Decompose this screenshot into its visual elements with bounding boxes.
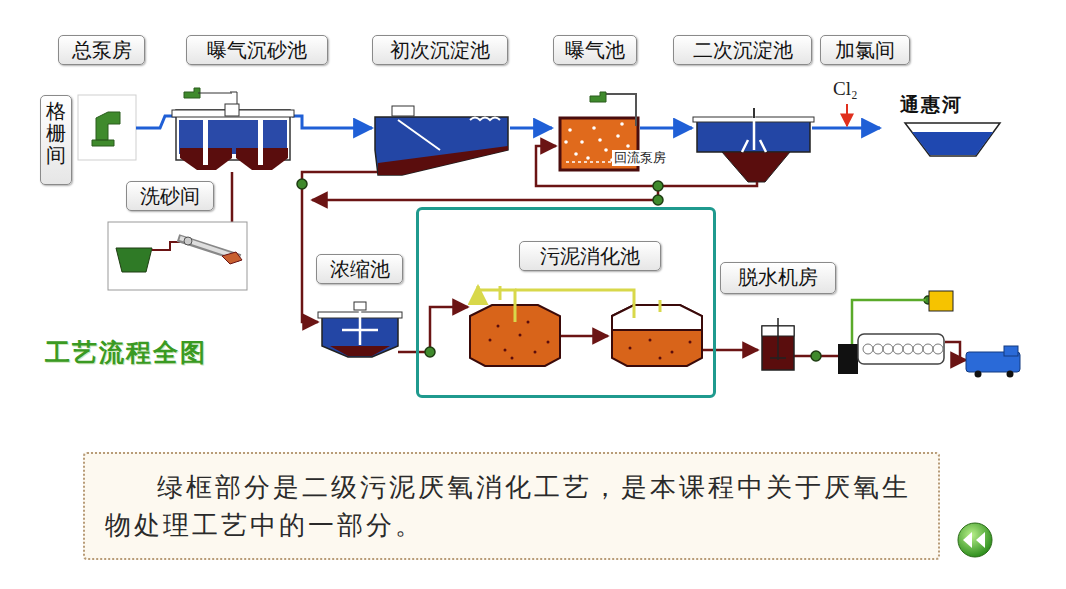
unit-name: 曝气池 — [565, 39, 625, 61]
unit-label: 曝气沉砂池 — [186, 35, 328, 65]
unit-label: 初次沉淀池 — [372, 35, 508, 65]
unit-name: 洗砂间 — [140, 185, 200, 207]
diagram-title: 工艺流程全图 — [45, 336, 207, 369]
unit-label-vertical: 格栅间 — [40, 95, 72, 185]
unit-name: 加氯间 — [835, 39, 895, 61]
unit-label: 脱水机房 — [720, 262, 836, 294]
caption-text: 绿框部分是二级污泥厌氧消化工艺，是本课程中关于厌氧生物处理工艺中的一部分。 — [105, 468, 918, 544]
unit-label: 加氯间 — [820, 35, 910, 65]
unit-label: 污泥消化池 — [519, 241, 661, 271]
unit-label: 浓缩池 — [316, 254, 403, 284]
caption-box: 绿框部分是二级污泥厌氧消化工艺，是本课程中关于厌氧生物处理工艺中的一部分。 — [83, 452, 940, 560]
unit-name: 浓缩池 — [330, 258, 390, 280]
highlight-frame: 污泥消化池 — [416, 207, 716, 398]
unit-label: 总泵房 — [58, 35, 145, 65]
river-label: 通惠河 — [900, 92, 963, 118]
unit-label: 曝气池 — [553, 35, 637, 65]
chemical-label: Cl₂ — [833, 78, 858, 100]
unit-label: 洗砂间 — [126, 181, 214, 211]
unit-name: 曝气沉砂池 — [207, 39, 307, 61]
unit-name: 污泥消化池 — [540, 245, 640, 267]
unit-name: 初次沉淀池 — [390, 39, 490, 61]
pump-room-label: 回流泵房 — [612, 150, 668, 166]
unit-name: 总泵房 — [72, 39, 132, 61]
unit-name: 格栅间 — [46, 100, 66, 166]
unit-label: 二次沉淀池 — [673, 35, 812, 65]
unit-name: 脱水机房 — [738, 266, 818, 288]
unit-name: 二次沉淀池 — [693, 39, 793, 61]
